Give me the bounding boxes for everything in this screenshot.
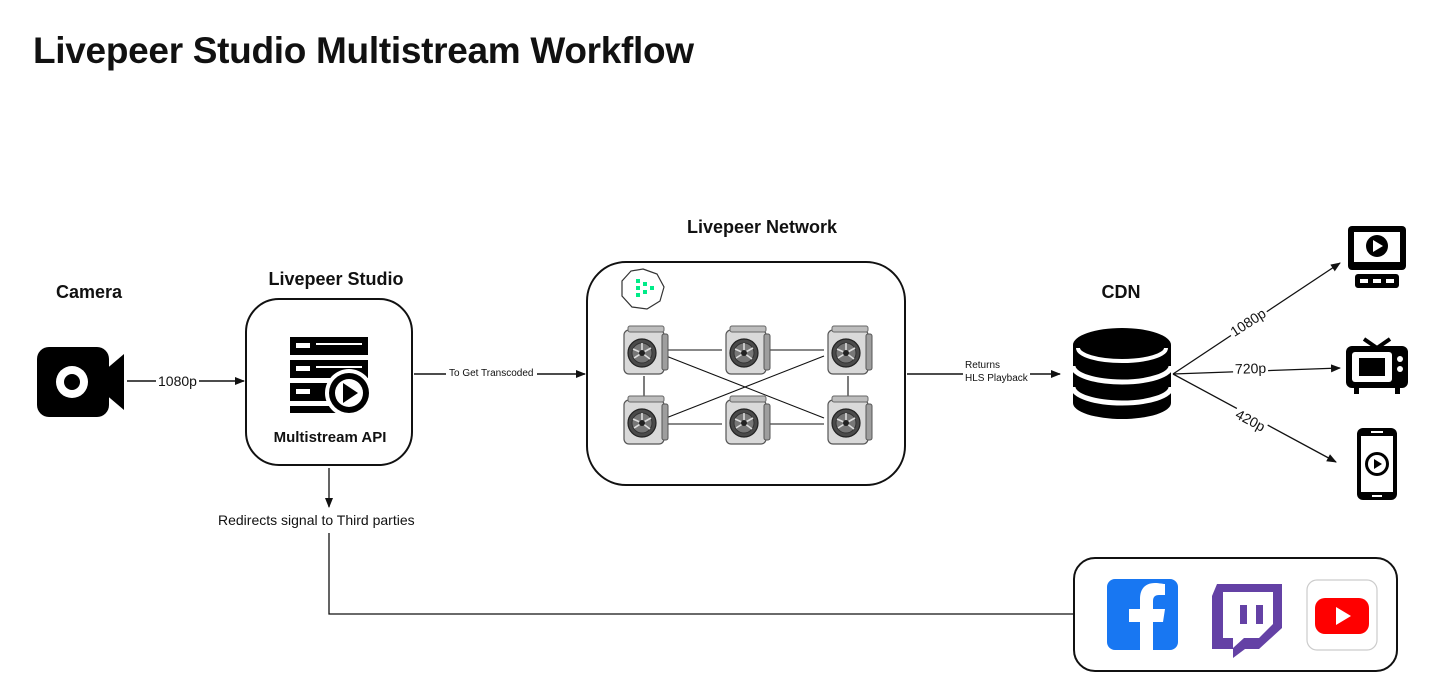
network-mesh bbox=[643, 349, 849, 425]
database-icon bbox=[1070, 328, 1174, 419]
gpu-node-icon bbox=[623, 395, 669, 445]
desktop-monitor-icon bbox=[1348, 226, 1406, 288]
gpu-node-icon bbox=[623, 325, 669, 375]
gpu-node-icon bbox=[725, 395, 771, 445]
edge-label-returns: Returns bbox=[965, 360, 1001, 371]
television-icon bbox=[1346, 337, 1408, 394]
edge-label-hls-playback: HLS Playback bbox=[965, 373, 1028, 384]
multistream-api-label: Multistream API bbox=[273, 429, 387, 446]
network-label: Livepeer Network bbox=[686, 217, 838, 237]
video-camera-icon bbox=[37, 347, 124, 417]
cdn-label: CDN bbox=[1101, 282, 1141, 302]
edge-label-720p-tv: 720p bbox=[1232, 359, 1269, 377]
mobile-phone-icon bbox=[1357, 428, 1397, 500]
edge-label-redirect: Redirects signal to Third parties bbox=[216, 512, 417, 528]
edge-label-network-cdn: Returns HLS Playback bbox=[963, 359, 1030, 385]
edge-label-studio-network: To Get Transcoded bbox=[446, 367, 537, 380]
edge-label-camera-studio: 1080p bbox=[156, 373, 199, 389]
livepeer-logo-icon bbox=[621, 268, 665, 310]
studio-label: Livepeer Studio bbox=[268, 269, 404, 289]
twitch-icon[interactable] bbox=[1212, 584, 1282, 658]
gpu-node-icon bbox=[827, 325, 873, 375]
page-title: Livepeer Studio Multistream Workflow bbox=[33, 30, 694, 71]
camera-label: Camera bbox=[55, 282, 123, 302]
gpu-node-icon bbox=[827, 395, 873, 445]
facebook-icon[interactable] bbox=[1107, 579, 1178, 650]
edge-redirect-third-parties bbox=[328, 533, 1073, 615]
gpu-node-icon bbox=[725, 325, 771, 375]
server-play-icon bbox=[290, 337, 373, 417]
youtube-icon[interactable] bbox=[1306, 579, 1378, 651]
